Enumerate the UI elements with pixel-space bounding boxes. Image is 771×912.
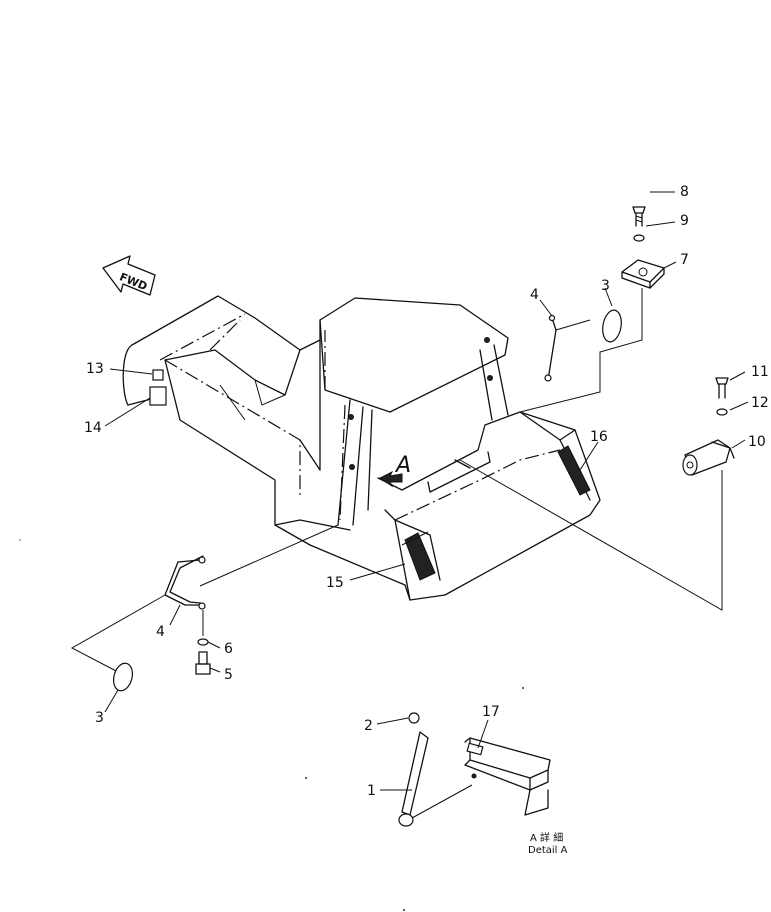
callout-3-upper: 3 — [601, 278, 610, 294]
rod-part-1 — [401, 731, 429, 816]
washer-part-6 — [197, 638, 209, 646]
cap-part-2 — [408, 712, 420, 724]
cap-part-3-lower — [112, 662, 134, 692]
holder-part-10 — [682, 439, 735, 476]
machine-body — [122, 295, 601, 601]
rod-part-4-lower — [164, 524, 339, 610]
callout-5: 5 — [224, 667, 233, 683]
callout-12: 12 — [751, 395, 769, 411]
decal-part-16 — [557, 445, 591, 496]
decal-part-15 — [401, 531, 436, 581]
washer-part-9 — [633, 234, 645, 242]
decal-part-14 — [149, 386, 167, 406]
block-part-7 — [621, 259, 665, 289]
detail-title-en: Detail A — [528, 845, 568, 856]
callout-16: 16 — [590, 429, 608, 445]
callout-leaders — [104, 191, 749, 791]
washer-part-12 — [716, 408, 728, 416]
decal-part-13 — [152, 369, 164, 381]
callout-11: 11 — [751, 364, 769, 380]
view-a-label: A — [394, 453, 411, 478]
bolt-part-8 — [632, 206, 646, 227]
leader-line-3 — [70, 594, 166, 673]
callout-15: 15 — [326, 575, 344, 591]
callout-7: 7 — [680, 252, 689, 268]
callout-13: 13 — [86, 361, 104, 377]
callout-3-lower: 3 — [95, 710, 104, 726]
callout-4-lower: 4 — [156, 624, 165, 640]
fwd-label: FWD — [118, 270, 150, 293]
callout-4-upper: 4 — [530, 287, 539, 303]
detail-a-view — [398, 712, 551, 827]
leader-line-10 — [459, 459, 723, 611]
bolt-part-5 — [195, 651, 211, 675]
view-a-arrow-icon: A — [379, 453, 411, 488]
callout-6: 6 — [224, 641, 233, 657]
callout-10: 10 — [748, 434, 766, 450]
callout-17: 17 — [482, 704, 500, 720]
callout-1: 1 — [367, 783, 376, 799]
cap-part-3-upper — [602, 309, 622, 343]
bolt-part-11 — [715, 377, 729, 399]
callout-14: 14 — [84, 420, 102, 436]
fwd-arrow-icon: FWD — [102, 255, 156, 296]
leader-line — [519, 288, 643, 413]
callout-8: 8 — [680, 184, 689, 200]
rod-part-4-upper — [544, 314, 591, 382]
callout-2: 2 — [364, 718, 373, 734]
callout-9: 9 — [680, 213, 689, 229]
detail-title-jp: A 詳 細 — [530, 831, 563, 844]
